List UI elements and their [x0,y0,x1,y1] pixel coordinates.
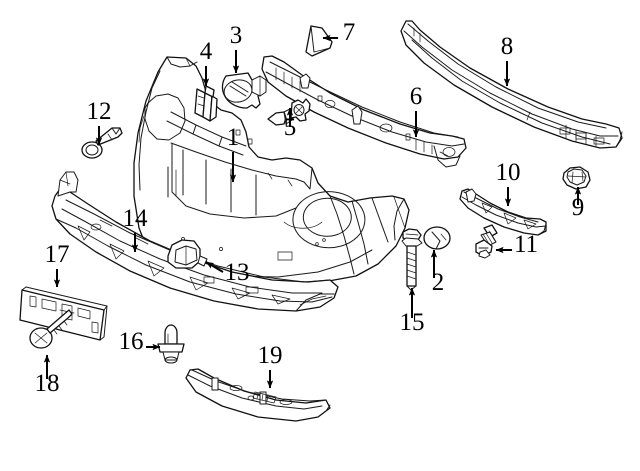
part-tow-eye-access-cover [167,239,208,269]
callout-label-17: 17 [45,241,70,268]
callout-label-7: 7 [343,19,356,46]
callout-label-14: 14 [123,205,149,232]
callout-label-11: 11 [514,231,538,258]
callout-label-16: 16 [119,328,144,355]
callout-label-19: 19 [258,342,283,369]
callout-label-15: 15 [400,309,425,336]
callout-label-9: 9 [572,194,585,221]
part-hex-flange-bolt [401,228,423,291]
callout-label-2: 2 [432,269,445,296]
part-bumper-side-support-bracket [459,188,547,236]
callout-label-3: 3 [230,22,243,49]
part-washer-head-screw [423,226,451,250]
part-bumper-grommet-retainer [157,324,185,364]
callout-label-6: 6 [410,83,423,110]
part-flange-nut [562,166,591,190]
callout-label-18: 18 [35,370,60,397]
callout-label-1: 1 [227,124,240,151]
callout-label-13: 13 [225,259,250,286]
part-license-plate-bracket [19,286,108,341]
part-retainer-clip-bracket [194,85,218,122]
part-corner-end-cap [305,25,333,57]
callout-leaders [43,34,582,389]
part-tapping-screw-with-washer [475,224,498,259]
part-retainer-pin-clip [81,127,123,159]
callout-label-4: 4 [200,38,213,65]
callout-label-12: 12 [87,98,112,125]
callout-label-8: 8 [501,33,514,60]
part-lower-air-deflector-panel [185,368,331,422]
callout-label-5: 5 [284,114,297,141]
part-tow-hook-cover-cap [221,72,267,109]
callout-label-10: 10 [496,159,521,186]
part-self-tapping-screw [29,309,73,349]
part-bumper-reinforcement-impact-bar [400,20,623,149]
